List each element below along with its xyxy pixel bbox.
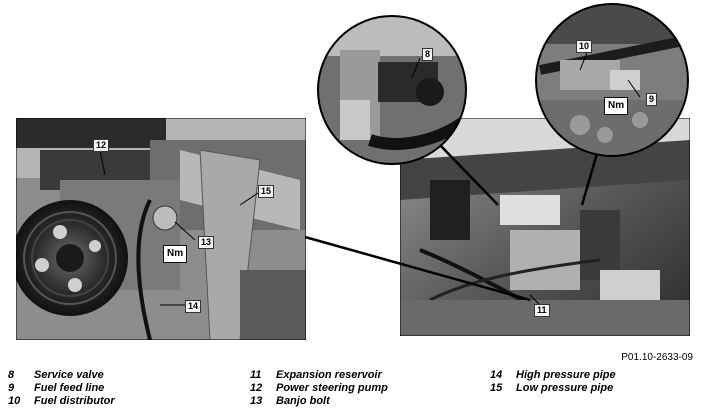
torque-badge-left: Nm	[163, 245, 188, 263]
callout-15: 15	[258, 185, 275, 198]
callout-14: 14	[185, 300, 202, 313]
callout-11: 11	[534, 304, 550, 317]
connector-line-circle1	[439, 144, 499, 206]
left-photo-pump	[16, 118, 306, 340]
callout-8: 8	[422, 48, 434, 61]
callout-12: 12	[93, 139, 110, 152]
callout-9: 9	[646, 93, 658, 106]
detail-circle-service-valve	[317, 15, 467, 165]
detail-circle-fuel-distributor	[535, 3, 689, 157]
torque-badge-right: Nm	[604, 97, 629, 115]
callout-10: 10	[576, 40, 593, 53]
connector-line-circle2	[580, 149, 600, 206]
connector-line-main	[304, 235, 531, 302]
callout-13: 13	[198, 236, 215, 249]
figure-reference: P01.10-2633-09	[621, 352, 693, 363]
